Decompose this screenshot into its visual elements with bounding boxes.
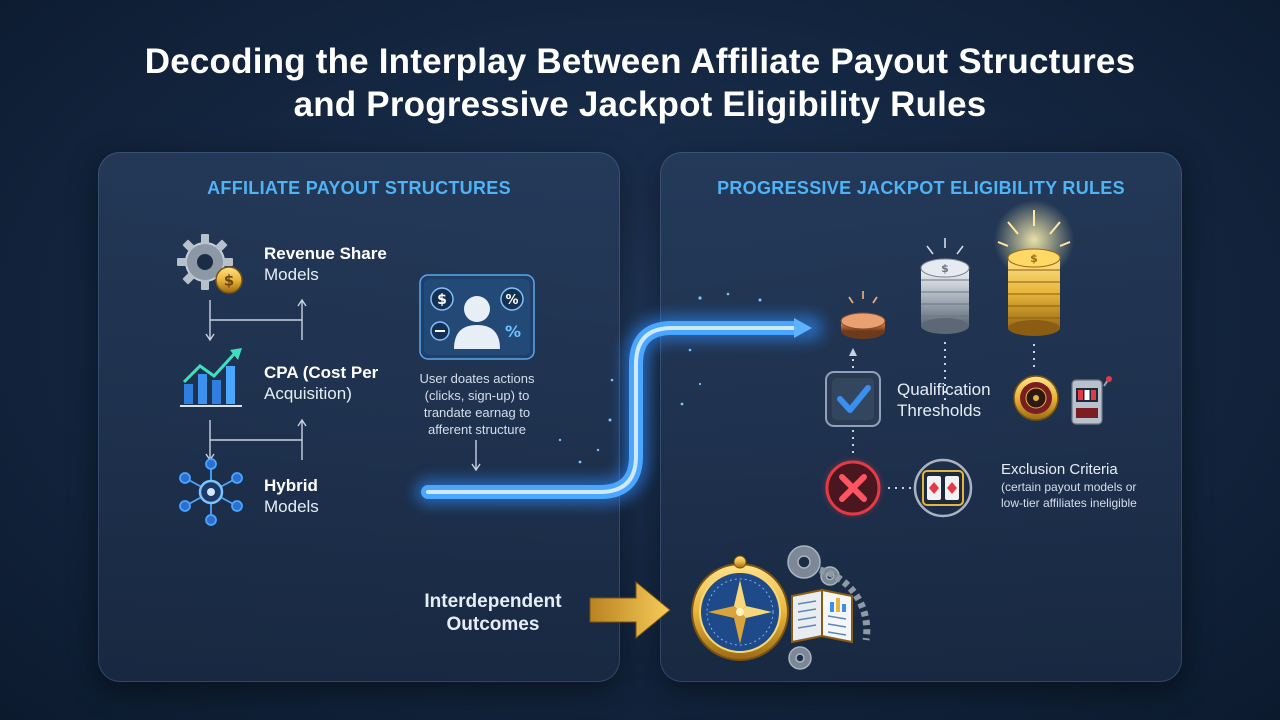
- open-book-icon: [791, 588, 853, 644]
- silver-coin-stack-icon: $: [920, 238, 970, 334]
- revenue-share-line1: Revenue Share: [264, 244, 387, 263]
- bar-chart-icon: [180, 348, 242, 407]
- gear-coin-icon: $: [177, 234, 243, 294]
- right-connectors: [852, 342, 1035, 489]
- cpa-label: CPA (Cost Per Acquisition): [264, 362, 378, 404]
- caption-line-3: trandate earnag to: [423, 405, 531, 420]
- svg-text:$: $: [941, 262, 949, 275]
- caption-line-1: User doates actions: [419, 371, 535, 386]
- svg-text:$: $: [1030, 252, 1038, 265]
- qualification-label: Qualification Thresholds: [897, 379, 991, 421]
- qualification-line2: Thresholds: [897, 401, 982, 420]
- title-line-2: and Progressive Jackpot Eligibility Rule…: [293, 85, 987, 124]
- compass-icon: [691, 555, 789, 661]
- hybrid-line1: Hybrid: [264, 476, 318, 495]
- checkbox-icon: [825, 371, 881, 427]
- caption-line-2: (clicks, sign-up) to: [424, 388, 530, 403]
- flow-path: [415, 315, 823, 505]
- outcome-line1: Interdependent: [424, 591, 562, 612]
- qualification-line1: Qualification: [897, 380, 991, 399]
- bronze-coin-icon: [840, 291, 886, 339]
- slot-machine-icon: [1071, 376, 1112, 425]
- gear-cluster-icon: [787, 545, 871, 670]
- jackpot-panel-heading: PROGRESSIVE JACKPOT ELIGIBILITY RULES: [717, 178, 1125, 198]
- exclusion-line2: (certain payout models or: [1001, 480, 1137, 494]
- svg-text:%: %: [505, 322, 521, 341]
- sparkle-dots: [558, 292, 762, 464]
- gold-arrow-icon: [589, 580, 671, 640]
- exclusion-line3: low-tier affiliates ineligible: [1001, 496, 1137, 510]
- affiliate-panel-heading: AFFILIATE PAYOUT STRUCTURES: [207, 178, 511, 198]
- user-dollar-percent-icon: $ % %: [419, 274, 535, 360]
- revenue-share-line2: Models: [264, 265, 319, 284]
- cpa-line2: Acquisition): [264, 384, 352, 403]
- exclusion-line1: Exclusion Criteria: [1001, 461, 1118, 478]
- left-connectors: [205, 298, 481, 472]
- user-card-caption: User doates actions (clicks, sign-up) to…: [402, 370, 552, 438]
- outcome-line2: Outcomes: [446, 614, 540, 635]
- svg-text:$: $: [437, 292, 447, 308]
- page-title: Decoding the Interplay Between Affiliate…: [0, 40, 1280, 126]
- network-icon: [179, 458, 243, 526]
- roulette-wheel-icon: [1013, 375, 1059, 421]
- hybrid-label: Hybrid Models: [264, 475, 319, 517]
- svg-text:$: $: [224, 272, 234, 290]
- svg-text:%: %: [505, 293, 518, 308]
- affiliate-payout-panel: AFFILIATE PAYOUT STRUCTURES: [98, 152, 620, 682]
- gold-coin-stack-icon: $: [994, 200, 1074, 336]
- cpa-line1: CPA (Cost Per: [264, 363, 379, 382]
- hybrid-line2: Models: [264, 497, 319, 516]
- interdependent-outcomes-label: Interdependent Outcomes: [400, 590, 586, 636]
- caption-line-4: afferent structure: [427, 422, 527, 437]
- revenue-share-label: Revenue Share Models: [264, 243, 387, 285]
- title-line-1: Decoding the Interplay Between Affiliate…: [144, 42, 1136, 81]
- exclusion-label: Exclusion Criteria (certain payout model…: [1001, 460, 1137, 511]
- red-x-icon: [825, 460, 881, 516]
- cards-reel-icon: [913, 458, 973, 518]
